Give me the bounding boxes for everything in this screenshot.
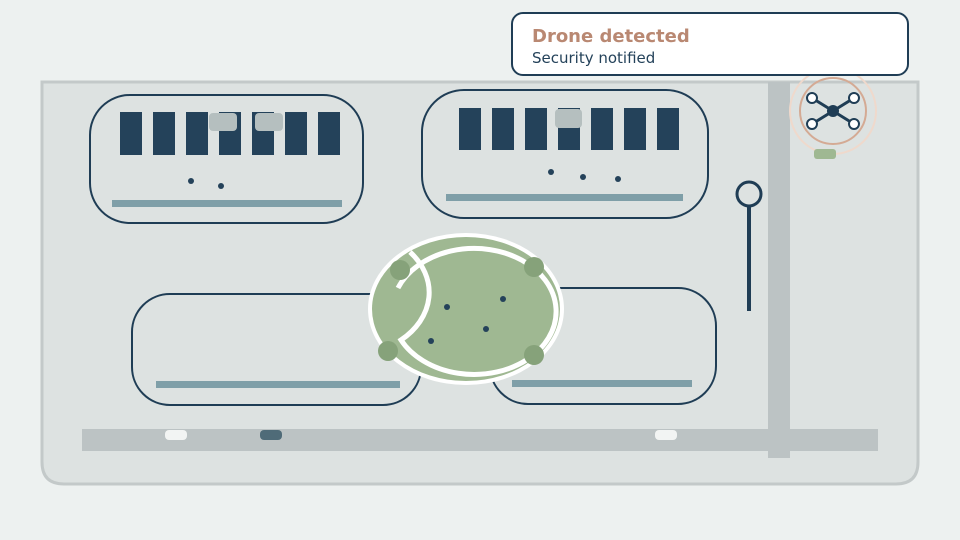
parking-space [591, 108, 613, 150]
notification-title: Drone detected [532, 26, 690, 47]
parking-space [492, 108, 514, 150]
detection-ring [799, 77, 867, 145]
vehicle-icon[interactable] [255, 113, 283, 131]
parking-space [657, 108, 679, 150]
drone-icon[interactable] [789, 67, 877, 155]
person-icon[interactable] [188, 178, 194, 184]
tree [524, 345, 544, 365]
building-c[interactable] [131, 293, 422, 406]
parking-space [186, 112, 208, 155]
person-icon[interactable] [428, 338, 434, 344]
rail [446, 194, 683, 201]
building-a[interactable] [89, 94, 364, 224]
person-icon[interactable] [548, 169, 554, 175]
courtyard-lawn [372, 237, 560, 381]
parking-space [153, 112, 175, 155]
building-b[interactable] [421, 89, 709, 219]
parking-space [120, 112, 142, 155]
tree [378, 341, 398, 361]
road-vertical [768, 82, 790, 458]
person-icon[interactable] [444, 304, 450, 310]
parking-space [624, 108, 646, 150]
parking-space [285, 112, 307, 155]
light-pole-icon [735, 180, 763, 311]
vehicle-icon[interactable] [555, 109, 582, 128]
vehicle-icon[interactable] [165, 430, 187, 440]
person-icon[interactable] [500, 296, 506, 302]
tree [390, 260, 410, 280]
vehicle-icon[interactable] [260, 430, 282, 440]
person-icon[interactable] [580, 174, 586, 180]
notification-message: Security notified [532, 49, 656, 67]
person-icon[interactable] [483, 326, 489, 332]
drone-shadow [814, 149, 836, 159]
tree [524, 257, 544, 277]
rail [156, 381, 400, 388]
vehicle-icon[interactable] [655, 430, 677, 440]
parking-space [525, 108, 547, 150]
rail [512, 380, 692, 387]
person-icon[interactable] [218, 183, 224, 189]
road-horizontal [82, 429, 878, 451]
parking-space [318, 112, 340, 155]
rail [112, 200, 342, 207]
vehicle-icon[interactable] [209, 113, 237, 131]
drone-alert-notification[interactable]: Drone detected Security notified [511, 12, 909, 76]
parking-space [459, 108, 481, 150]
courtyard[interactable] [368, 233, 564, 385]
person-icon[interactable] [615, 176, 621, 182]
